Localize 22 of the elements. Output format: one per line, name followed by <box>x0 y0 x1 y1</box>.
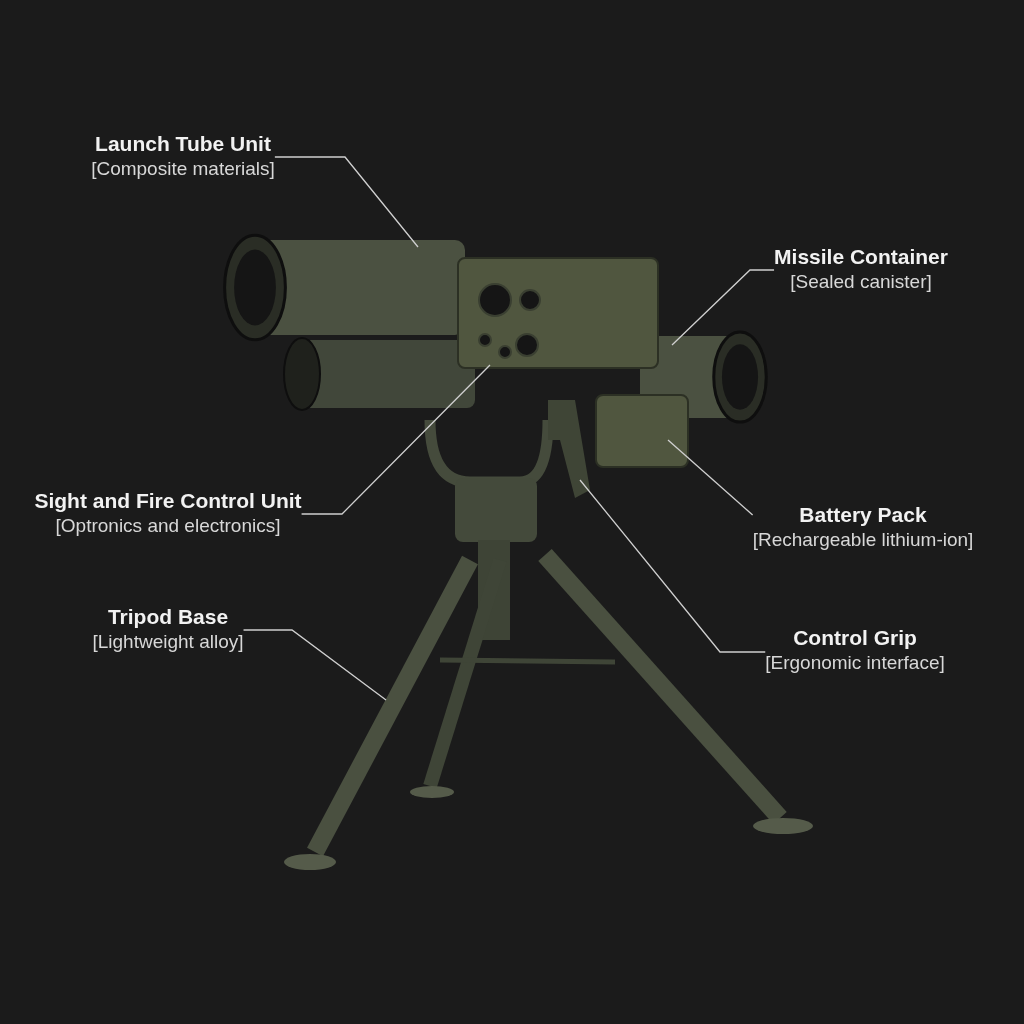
launch-tube <box>223 233 465 342</box>
leader-line <box>667 439 754 516</box>
part-name: Missile Container <box>774 244 948 270</box>
part-name: Control Grip <box>792 625 918 651</box>
material-note: [Composite materials] <box>91 157 275 181</box>
material-note: [Ergonomic interface] <box>765 651 945 675</box>
leader-line <box>242 629 387 701</box>
material-note: [Optronics and electronics] <box>54 514 282 538</box>
part-name: Tripod Base <box>106 604 230 630</box>
control-grip <box>548 400 590 498</box>
leader-line <box>671 269 775 346</box>
part-name: Sight and Fire Control Unit <box>34 488 302 514</box>
part-name: Launch Tube Unit <box>94 131 272 157</box>
material-note: [Sealed canister] <box>789 270 933 294</box>
sight-unit <box>457 257 659 369</box>
leader-line <box>274 156 419 248</box>
material-note: [Lightweight alloy] <box>92 630 244 654</box>
leader-line <box>300 364 491 515</box>
part-name: Battery Pack <box>798 502 928 528</box>
material-note: [Rechargeable lithium-ion] <box>752 528 974 552</box>
leader-line <box>579 479 766 653</box>
battery-pack <box>595 394 689 468</box>
